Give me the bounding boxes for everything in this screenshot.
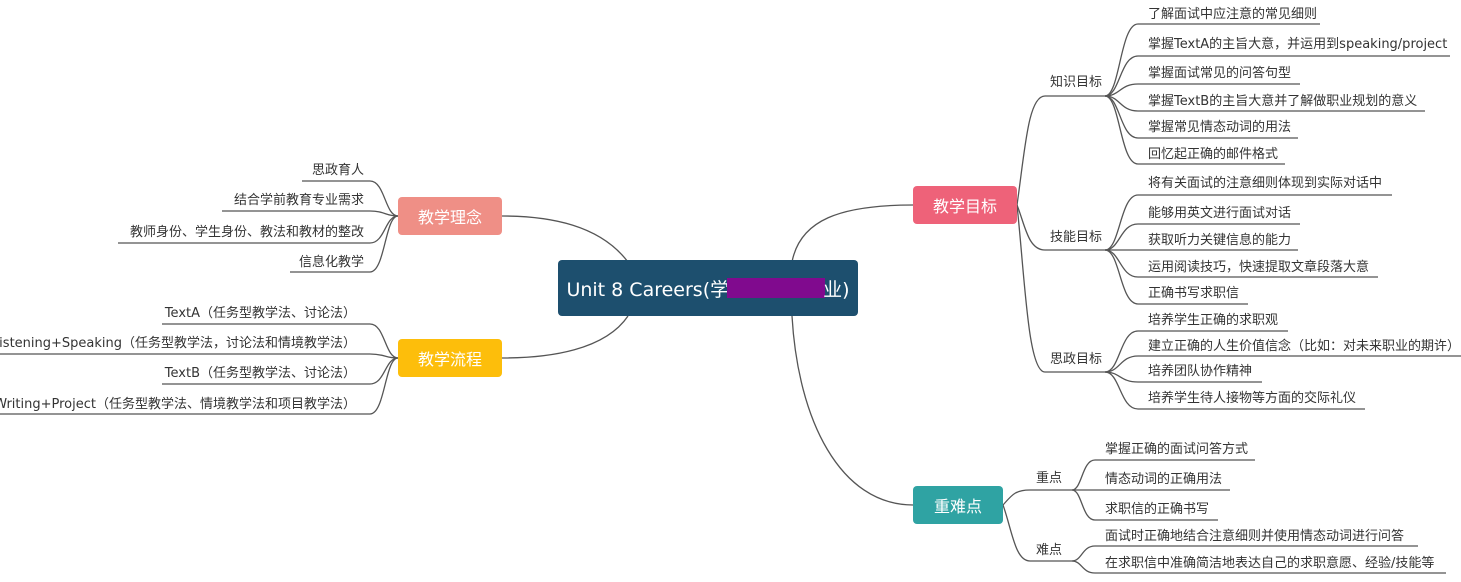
ideology-item[interactable]: 建立正确的人生价值信念（比如：对未来职业的期许） xyxy=(1148,339,1461,354)
difficult-point-item[interactable]: 面试时正确地结合注意细则并使用情态动词进行问答 xyxy=(1105,529,1405,544)
topic-teaching-process[interactable]: 教学流程 xyxy=(398,339,502,377)
ideology-item[interactable]: 培养团队协作精神 xyxy=(1148,364,1253,379)
topic-teaching-philosophy[interactable]: 教学理念 xyxy=(398,197,502,235)
edge-root-goals xyxy=(791,204,914,263)
group-knowledge-goals[interactable]: 知识目标 xyxy=(1050,75,1103,90)
redaction-mark xyxy=(727,278,826,298)
skill-item[interactable]: 能够用英文进行面试对话 xyxy=(1148,206,1292,221)
group-key-points[interactable]: 重点 xyxy=(1036,471,1063,486)
central-topic-text-end: 业) xyxy=(823,278,850,301)
topic-key-points-label: 重难点 xyxy=(933,497,982,516)
skill-item[interactable]: 将有关面试的注意细则体现到实际对话中 xyxy=(1148,176,1383,191)
skill-item[interactable]: 获取听力关键信息的能力 xyxy=(1148,233,1292,248)
topic-teaching-goals[interactable]: 教学目标 xyxy=(913,186,1017,224)
process-item[interactable]: TextA（任务型教学法、讨论法） xyxy=(164,306,356,321)
knowledge-item[interactable]: 掌握面试常见的问答句型 xyxy=(1148,66,1292,81)
knowledge-item[interactable]: 回忆起正确的邮件格式 xyxy=(1148,147,1279,162)
philosophy-item[interactable]: 信息化教学 xyxy=(298,255,364,270)
topic-teaching-philosophy-label: 教学理念 xyxy=(417,208,482,227)
ideology-item[interactable]: 培养学生待人接物等方面的交际礼仪 xyxy=(1148,391,1357,406)
edge-root-philosophy xyxy=(501,215,629,263)
key-point-item[interactable]: 掌握正确的面试问答方式 xyxy=(1105,442,1249,457)
philosophy-item[interactable]: 思政育人 xyxy=(311,163,364,178)
philosophy-item[interactable]: 结合学前教育专业需求 xyxy=(233,193,364,208)
philosophy-item[interactable]: 教师身份、学生身份、教法和教材的整改 xyxy=(129,225,364,240)
edge-root-process xyxy=(501,315,629,359)
central-topic-text-start: Unit 8 Careers(学 xyxy=(566,278,730,301)
process-item[interactable]: Writing+Project（任务型教学法、情境教学法和项目教学法） xyxy=(0,397,356,412)
process-item[interactable]: TextB（任务型教学法、讨论法） xyxy=(164,366,356,381)
topic-key-points[interactable]: 重难点 xyxy=(913,486,1003,524)
knowledge-item[interactable]: 了解面试中应注意的常见细则 xyxy=(1148,7,1318,22)
ideology-item[interactable]: 培养学生正确的求职观 xyxy=(1148,313,1279,328)
group-skill-goals[interactable]: 技能目标 xyxy=(1050,230,1103,245)
key-point-item[interactable]: 求职信的正确书写 xyxy=(1105,502,1210,517)
knowledge-item[interactable]: 掌握TextA的主旨大意，并运用到speaking/project xyxy=(1148,37,1448,52)
knowledge-item[interactable]: 掌握常见情态动词的用法 xyxy=(1148,120,1292,135)
difficult-point-item[interactable]: 在求职信中准确简洁地表达自己的求职意愿、经验/技能等 xyxy=(1105,556,1435,571)
edge-root-keypoints xyxy=(791,315,914,506)
knowledge-item[interactable]: 掌握TextB的主旨大意并了解做职业规划的意义 xyxy=(1148,94,1418,109)
group-difficult-points[interactable]: 难点 xyxy=(1036,543,1063,558)
process-item[interactable]: Listening+Speaking（任务型教学法，讨论法和情境教学法） xyxy=(0,336,356,351)
skill-item[interactable]: 正确书写求职信 xyxy=(1148,286,1240,301)
key-point-item[interactable]: 情态动词的正确用法 xyxy=(1105,472,1223,487)
topic-teaching-process-label: 教学流程 xyxy=(417,350,482,369)
central-topic[interactable]: Unit 8 Careers(学 业) xyxy=(558,260,858,316)
skill-item[interactable]: 运用阅读技巧，快速提取文章段落大意 xyxy=(1148,260,1370,275)
group-ideology-goals[interactable]: 思政目标 xyxy=(1050,352,1103,367)
topic-teaching-goals-label: 教学目标 xyxy=(932,197,997,216)
